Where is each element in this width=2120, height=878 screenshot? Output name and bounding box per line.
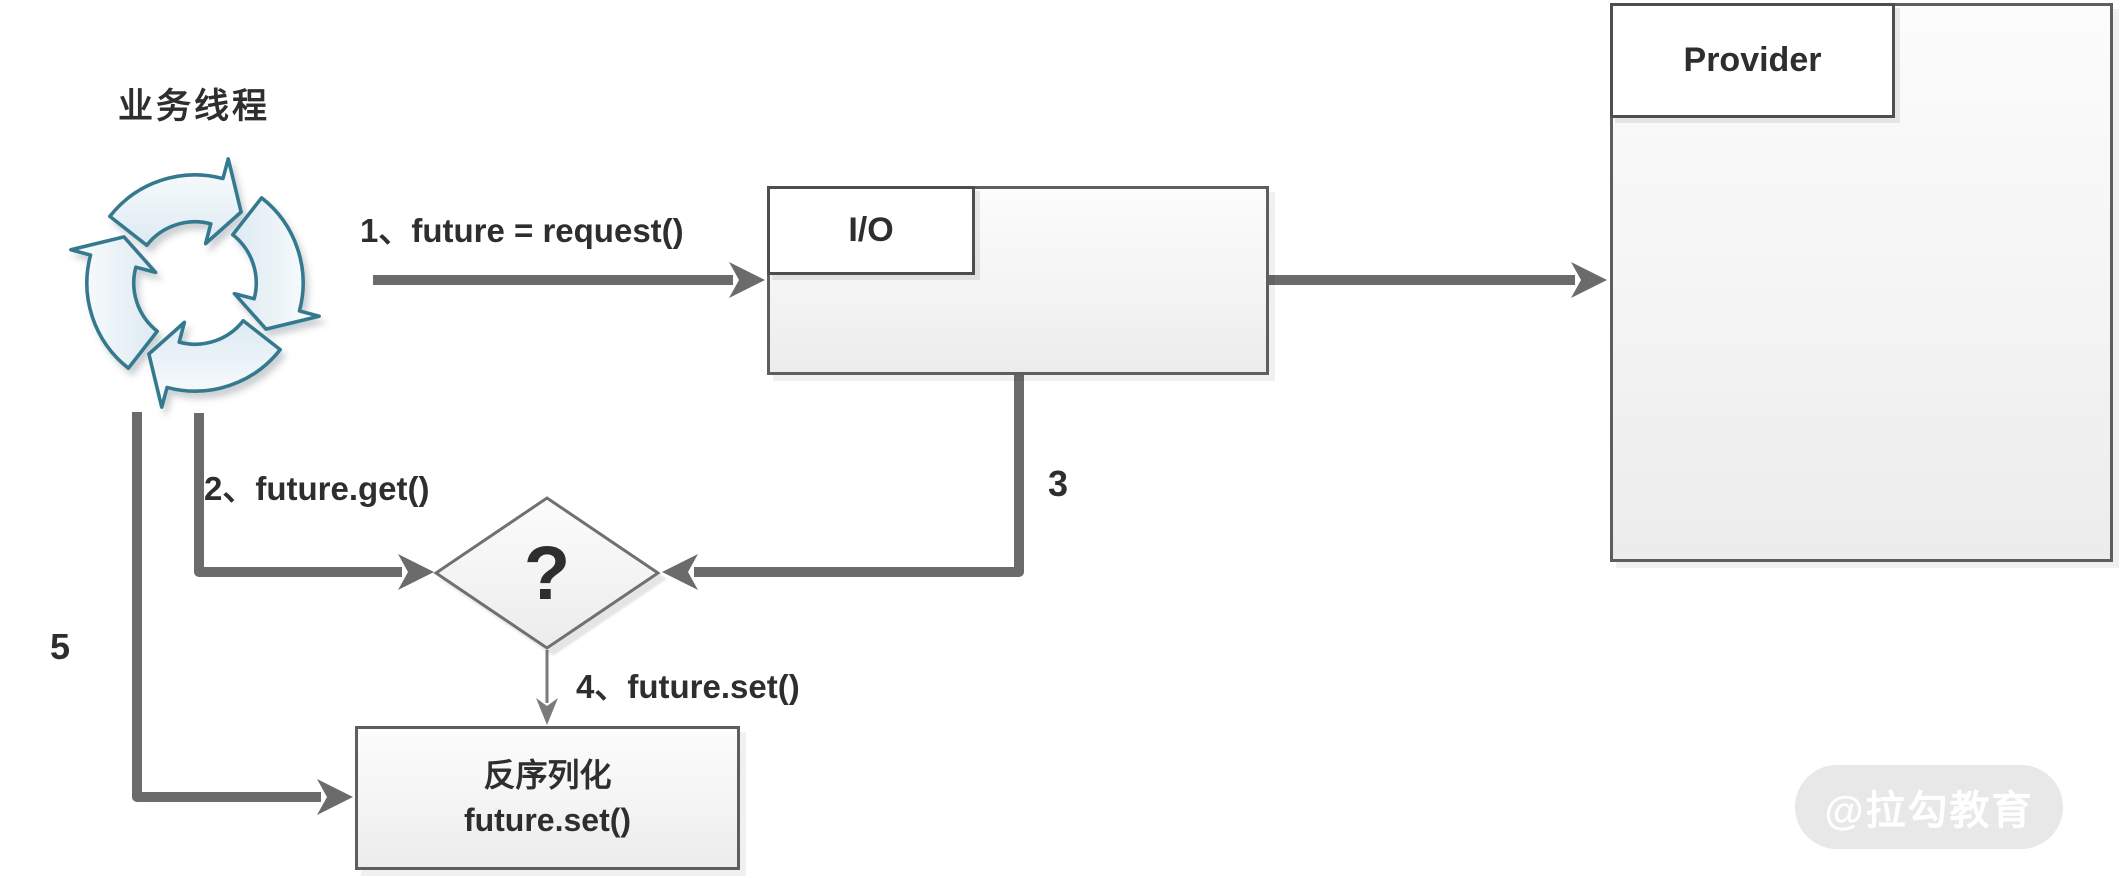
provider-tab-label: Provider	[1683, 41, 1822, 79]
decision-question-mark: ?	[523, 530, 571, 616]
watermark-text: @拉勾教育	[1824, 789, 2034, 833]
arrow-step2	[194, 413, 402, 577]
arrowhead-step4	[536, 698, 558, 725]
business-thread-label: 业务线程	[118, 87, 271, 126]
arrowhead-io-provider	[1571, 262, 1607, 298]
arrowhead-step5	[317, 779, 353, 815]
io-tab: I/O	[767, 186, 975, 275]
step5-label: 5	[50, 626, 71, 667]
io-tab-label: I/O	[848, 211, 894, 249]
arrow-step3	[694, 375, 1024, 577]
step1-label: 1、future = request()	[360, 212, 684, 249]
deserialize-label-line2: future.set()	[463, 802, 632, 838]
decision-diamond	[433, 496, 661, 650]
step2-label: 2、future.get()	[204, 470, 430, 507]
arrowhead-step2	[398, 554, 434, 590]
arrowhead-step3	[662, 554, 698, 590]
cycle-arrows-icon	[69, 157, 321, 409]
step3-label: 3	[1048, 463, 1069, 504]
arrow-step5	[132, 412, 321, 802]
watermark-badge: @拉勾教育	[1795, 765, 2063, 849]
provider-tab: Provider	[1610, 3, 1895, 118]
arrowhead-step1	[729, 262, 765, 298]
deserialize-box: 反序列化 future.set()	[355, 726, 740, 870]
deserialize-label-line1: 反序列化	[483, 757, 612, 794]
step4-label: 4、future.set()	[576, 668, 800, 705]
